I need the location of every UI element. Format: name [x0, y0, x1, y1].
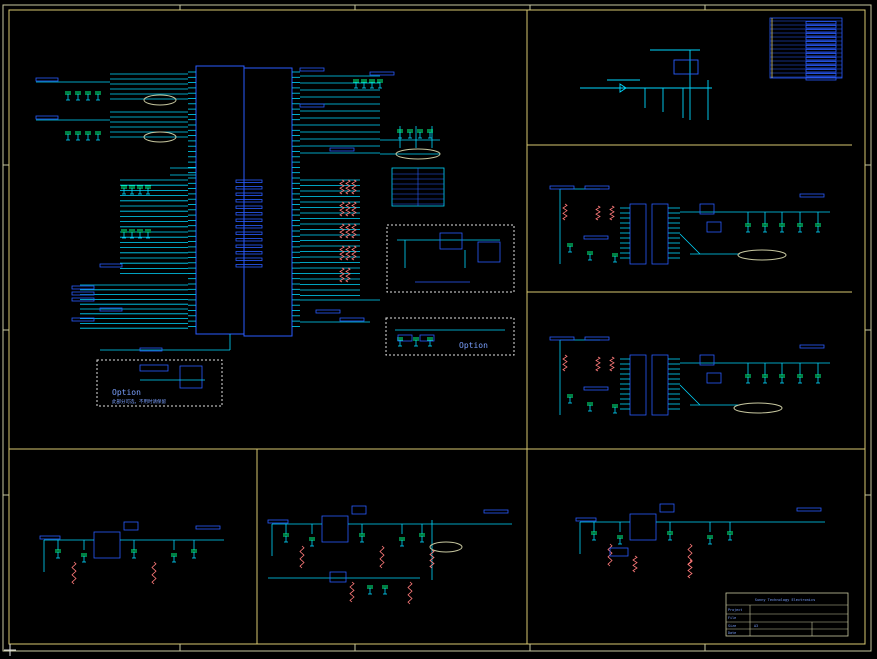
option-label-2: Option: [459, 341, 488, 350]
option-label-1: Option: [112, 388, 141, 397]
title-block: Sunny Technology Electronics Project Fil…: [725, 592, 849, 637]
origin-marker: [4, 644, 16, 656]
title-key-project: Project: [728, 608, 742, 612]
resistor-array-right: [339, 179, 357, 283]
regulator-circuit-bottom-right: [575, 503, 825, 579]
dashed-box-regulator: [386, 224, 515, 293]
outer-frame: [2, 4, 872, 652]
title-key-date: Date: [728, 631, 736, 635]
net-oval-a: [737, 249, 787, 261]
inner-frame: [8, 9, 866, 645]
left-wire-bundle: [35, 73, 231, 352]
option-box-1: [96, 359, 223, 407]
crystal-oval-3: [395, 148, 441, 160]
net-oval-b: [733, 402, 783, 414]
title-key-file: File: [728, 616, 736, 620]
crystal-oval-2: [143, 131, 177, 143]
amplifier-circuit-2: [549, 336, 830, 416]
power-circuit-top: [580, 49, 712, 120]
border-ticks: [3, 5, 871, 651]
amplifier-circuit-1: [549, 185, 830, 265]
regulator-circuit-bottom-middle: [267, 505, 512, 605]
option-box-2: [385, 317, 515, 356]
crystal-oval-1: [143, 94, 177, 106]
net-legend: [769, 17, 843, 81]
net-oval-c: [429, 541, 463, 553]
title-company: Sunny Technology Electronics: [755, 598, 816, 602]
title-value-size: A3: [754, 624, 758, 628]
decoupling-caps-left: [65, 79, 433, 347]
title-key-size: Size: [728, 624, 736, 628]
regulator-circuit-bottom-left: [39, 521, 224, 585]
pin-table: [391, 167, 445, 207]
option-note: 此部分可选，不用时请保留: [112, 398, 166, 405]
section-dividers: [9, 10, 865, 644]
